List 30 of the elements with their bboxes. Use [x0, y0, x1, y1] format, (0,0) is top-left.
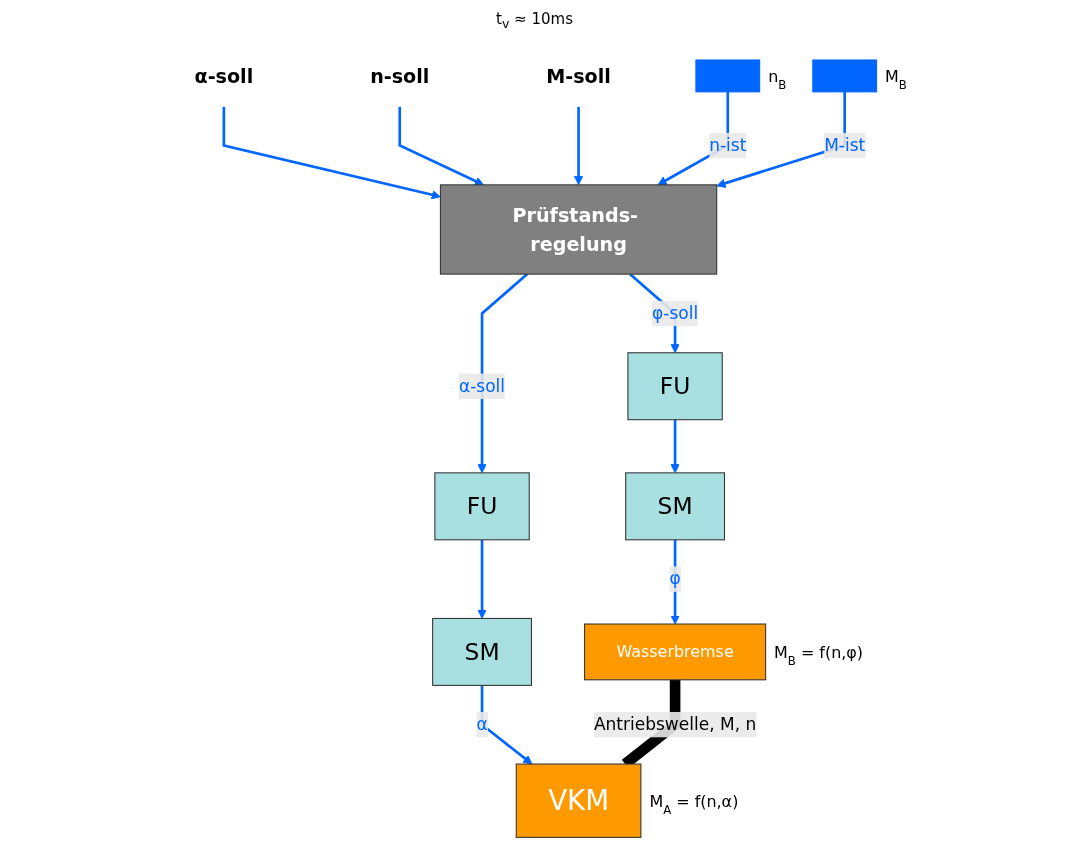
- beside-text: n$_{B}$: [767, 67, 787, 93]
- arrow: [222, 106, 441, 200]
- node-box: SM: [431, 617, 532, 686]
- edge-label: M-ist: [823, 134, 865, 156]
- edge-label: n-ist: [708, 134, 747, 156]
- node-box: [812, 59, 877, 93]
- node-box: [695, 59, 760, 93]
- node-box: Prüfstands- regelung: [439, 184, 717, 275]
- arrow: [477, 539, 487, 619]
- beside-text: M$_{B}$: [884, 67, 907, 93]
- node-text: α-soll: [194, 64, 254, 88]
- edge-label: φ-soll: [651, 302, 698, 324]
- arrow: [477, 273, 528, 474]
- edge-label: α-soll: [458, 375, 505, 396]
- beside-text: M$_{B}$ = f(n,φ): [773, 643, 863, 669]
- arrow: [398, 106, 484, 186]
- edge-label: φ: [669, 568, 681, 589]
- node-box: FU: [627, 352, 723, 421]
- node-box: VKM: [515, 763, 642, 838]
- edge-label: Antriebswelle, M, n: [593, 714, 756, 735]
- edge-label: α: [476, 714, 488, 735]
- arrow: [670, 419, 680, 474]
- node-text: n-soll: [369, 64, 430, 88]
- node-text: M-soll: [546, 64, 611, 88]
- node-box: FU: [434, 472, 530, 541]
- arrow: [573, 106, 583, 186]
- beside-text: M$_{A}$ = f(n,α): [649, 792, 739, 818]
- node-box: Wasserbremse: [583, 623, 766, 681]
- note-text: t$_{v}$ ≈ 10ms: [496, 10, 573, 31]
- node-box: SM: [624, 472, 725, 541]
